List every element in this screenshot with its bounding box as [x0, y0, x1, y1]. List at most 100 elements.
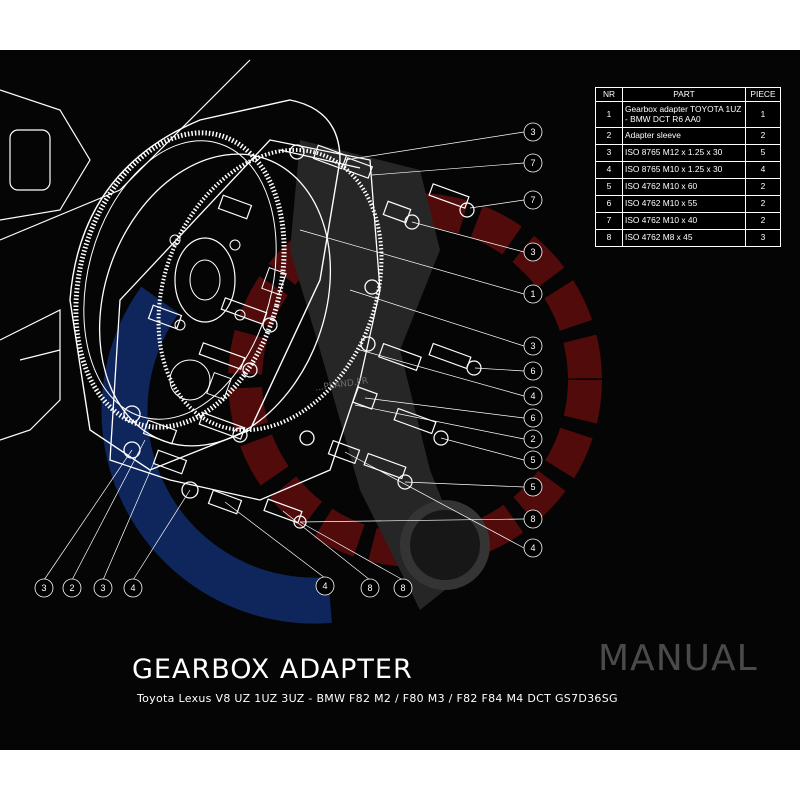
callout: 3 [34, 578, 54, 598]
cell-piece: 2 [745, 178, 781, 196]
callout: 8 [393, 578, 413, 598]
bolts [142, 144, 482, 529]
bolt [220, 297, 278, 333]
svg-text:2: 2 [69, 583, 74, 593]
svg-text:1: 1 [530, 289, 535, 299]
logo-piston-shape [290, 140, 470, 610]
svg-text:7: 7 [530, 158, 535, 168]
callout: 4 [123, 578, 143, 598]
logo-blue-arc [101, 286, 332, 624]
table-row: 4 ISO 8765 M10 x 1.25 x 30 4 [595, 161, 781, 179]
svg-text:3: 3 [530, 127, 535, 137]
table-row: 2 Adapter sleeve 2 [595, 127, 781, 145]
bolt [207, 489, 243, 515]
table-row: 5 ISO 4762 M10 x 60 2 [595, 178, 781, 196]
cell-nr: 4 [595, 161, 623, 179]
callout: 3 [93, 578, 113, 598]
svg-text:8: 8 [530, 514, 535, 524]
parts-table-header: NR PART PIECE [595, 87, 781, 102]
svg-text:6: 6 [530, 366, 535, 376]
callout: 4 [523, 538, 543, 558]
cell-piece: 2 [745, 195, 781, 213]
right-callouts: 3 7 7 3 1 3 6 4 6 2 5 5 8 4 [523, 122, 543, 558]
bolt [393, 407, 449, 446]
table-row: 7 ISO 4762 M10 x 40 2 [595, 212, 781, 230]
cell-part: Adapter sleeve [622, 127, 746, 145]
cell-part: ISO 8765 M12 x 1.25 x 30 [622, 144, 746, 162]
cell-part: ISO 4762 M8 x 45 [622, 229, 746, 247]
svg-text:4: 4 [530, 391, 535, 401]
callout: 8 [360, 578, 380, 598]
cell-nr: 6 [595, 195, 623, 213]
logo-conrod-eye [400, 500, 490, 590]
svg-text:3: 3 [100, 583, 105, 593]
cell-piece: 2 [745, 127, 781, 145]
svg-text:8: 8 [400, 583, 405, 593]
callout: 7 [523, 190, 543, 210]
bolt [198, 342, 258, 378]
page-title: GEARBOX ADAPTER [132, 654, 413, 685]
header-part: PART [622, 87, 746, 102]
cell-piece: 2 [745, 212, 781, 230]
svg-text:8: 8 [367, 583, 372, 593]
svg-text:2: 2 [530, 434, 535, 444]
callout: 8 [523, 509, 543, 529]
svg-text:7: 7 [530, 195, 535, 205]
callout: 5 [523, 450, 543, 470]
table-row: 8 ISO 4762 M8 x 45 3 [595, 229, 781, 247]
engine-flange [69, 99, 341, 471]
bolt [378, 342, 422, 372]
cell-nr: 2 [595, 127, 623, 145]
callout: 4 [523, 386, 543, 406]
cell-piece: 4 [745, 161, 781, 179]
bolt [382, 200, 420, 230]
callout: 5 [523, 477, 543, 497]
header-piece: PIECE [745, 87, 781, 102]
svg-text:3: 3 [41, 583, 46, 593]
table-row: 1 Gearbox adapter TOYOTA 1UZ - BMW DCT R… [595, 101, 781, 128]
table-row: 6 ISO 4762 M10 x 55 2 [595, 195, 781, 213]
table-row: 3 ISO 8765 M12 x 1.25 x 30 5 [595, 144, 781, 162]
bolt [142, 419, 178, 445]
leader-lines [43, 131, 525, 581]
bolt [312, 144, 374, 179]
cell-part: ISO 4762 M10 x 55 [622, 195, 746, 213]
cell-nr: 3 [595, 144, 623, 162]
bolt [217, 194, 253, 220]
bolt [152, 449, 188, 475]
cell-nr: 7 [595, 212, 623, 230]
svg-text:3: 3 [530, 341, 535, 351]
svg-text:4: 4 [530, 543, 535, 553]
page-subtitle: Toyota Lexus V8 UZ 1UZ 3UZ - BMW F82 M2 … [137, 692, 618, 705]
bottom-callouts: 3 2 3 4 4 8 8 [34, 576, 413, 598]
callout: 4 [315, 576, 335, 596]
svg-text:4: 4 [130, 583, 135, 593]
bolt [428, 183, 475, 218]
bolt [198, 412, 248, 443]
callout: 2 [62, 578, 82, 598]
exploded-view-drawing: 3 7 7 3 1 3 6 4 6 2 5 5 8 4 3 2 3 4 4 8 … [0, 59, 602, 624]
cell-part: Gearbox adapter TOYOTA 1UZ - BMW DCT R6 … [622, 101, 746, 128]
adapter-plate [109, 139, 381, 501]
cell-piece: 5 [745, 144, 781, 162]
cell-part: ISO 8765 M10 x 1.25 x 30 [622, 161, 746, 179]
engine-block [0, 59, 251, 441]
cell-piece: 1 [745, 101, 781, 128]
svg-text:3: 3 [530, 247, 535, 257]
cell-nr: 1 [595, 101, 623, 128]
callout: 6 [523, 361, 543, 381]
cell-nr: 8 [595, 229, 623, 247]
svg-text:4: 4 [322, 581, 327, 591]
logo-red-gear-ring [228, 193, 602, 567]
callout: 7 [523, 153, 543, 173]
bolt [352, 386, 378, 410]
bolt [147, 304, 183, 330]
svg-text:6: 6 [530, 413, 535, 423]
callout: 1 [523, 284, 543, 304]
callout: 3 [523, 122, 543, 142]
bolt [327, 439, 361, 465]
watermark-logo [101, 140, 602, 624]
manual-label: MANUAL [598, 638, 758, 679]
callout: 3 [523, 336, 543, 356]
header-nr: NR [595, 87, 623, 102]
